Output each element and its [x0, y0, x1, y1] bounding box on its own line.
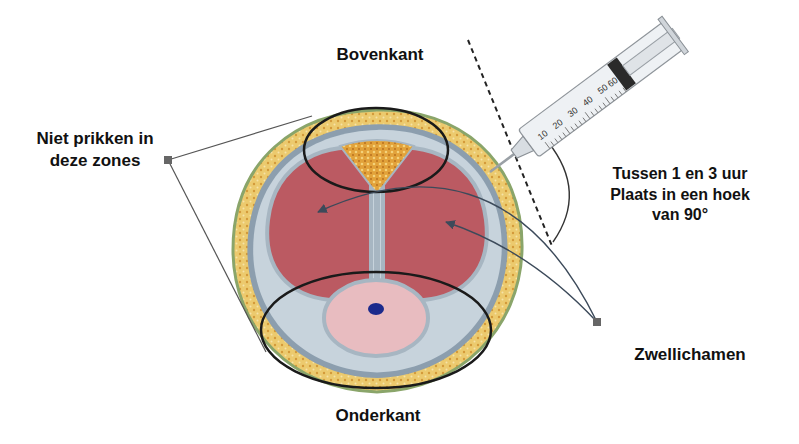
scale-tick: [603, 103, 606, 107]
bottom-side-label: Onderkant: [298, 405, 458, 427]
scale-tick: [583, 118, 586, 122]
scale-tick: [565, 127, 570, 133]
top-side-label: Bovenkant: [300, 44, 460, 66]
scale-number: 10: [536, 129, 549, 142]
scale-tick: [591, 112, 594, 116]
scale-ticks: [545, 85, 626, 148]
scale-tick: [611, 97, 614, 101]
scale-tick: [555, 139, 558, 143]
left-corpus-cavernosum: [267, 148, 371, 300]
instruction-label: Tussen 1 en 3 uur Plaats in een hoek van…: [605, 164, 755, 226]
forbidden-zone-top: [304, 108, 448, 192]
corpus-spongiosum: [324, 280, 428, 356]
scale-tick: [605, 97, 610, 103]
syringe: [477, 16, 689, 190]
scale-number: 30: [566, 106, 579, 119]
leader-line: [168, 160, 266, 352]
part-label: Zwellichamen: [615, 344, 765, 366]
dorsal-fat-region: [340, 140, 414, 192]
leader-arrow: [446, 222, 597, 322]
fascia-layer: [247, 124, 507, 378]
scale-tick: [615, 94, 618, 98]
warning-label: Niet prikken in deze zones: [25, 128, 165, 172]
scale-number: 20: [551, 117, 564, 130]
scale-tick: [595, 109, 598, 113]
forbidden-zone-bottom: [261, 272, 491, 388]
right-corpus-cavernosum: [383, 148, 487, 300]
scale-tick: [619, 91, 622, 95]
leader-arrow: [318, 187, 597, 322]
scale-tick: [585, 112, 590, 118]
scale-tick: [575, 124, 578, 128]
scale-tick: [545, 142, 550, 148]
scale-tick: [599, 106, 602, 110]
leader-line: [168, 116, 312, 160]
urethra: [368, 303, 384, 315]
syringe-barrel: [518, 22, 683, 157]
scale-number: 40: [581, 95, 594, 108]
tunica-layer: [253, 130, 502, 373]
skin-outline: [233, 110, 522, 392]
barrel-flange: [658, 16, 688, 54]
scale-tick: [563, 133, 566, 137]
leader-dot: [593, 318, 601, 326]
leader-dot: [164, 156, 172, 164]
scale-tick: [559, 136, 562, 140]
needle: [490, 153, 516, 172]
angle-arc: [548, 142, 569, 242]
scale-tick: [571, 127, 574, 131]
scale-tick: [579, 121, 582, 125]
scale-tick: [551, 142, 554, 146]
